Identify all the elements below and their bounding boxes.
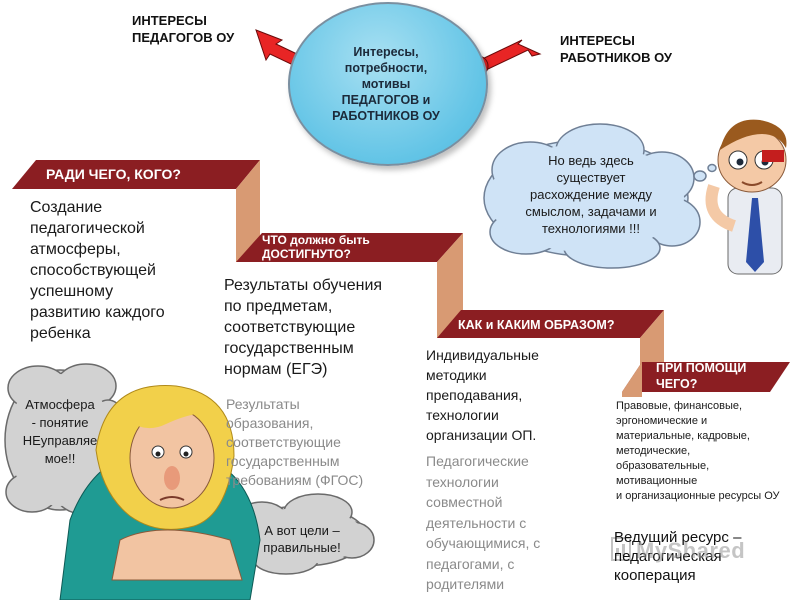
step-4-line: Правовые, финансовые, xyxy=(616,400,743,412)
cloud-bottom-line: правильные! xyxy=(263,540,341,555)
step-2-line: нормам (ЕГЭ) xyxy=(224,361,328,378)
step-3-gray-line: деятельности с xyxy=(426,514,527,531)
cloud-bottom-line: А вот цели – xyxy=(264,523,340,538)
cloud-bottom-text: А вот цели – правильные! xyxy=(246,522,358,556)
top-label-workers-line-1: ИНТЕРЕСЫ xyxy=(560,33,635,48)
circle-line-5: РАБОТНИКОВ ОУ xyxy=(332,109,440,123)
step-2-line: Результаты обучения xyxy=(224,277,383,294)
step-4-banner-line: ПРИ ПОМОЩИ xyxy=(656,361,747,375)
cloud-left-text: Атмосфера - понятие НЕуправляе мое!! xyxy=(12,396,108,468)
step-3-gray-line: обучающимися, с xyxy=(426,535,541,551)
step-2-line: по предметам, xyxy=(224,298,333,315)
step-3-gray-line: совместной xyxy=(426,494,503,510)
lead-resource-line: кооперация xyxy=(614,567,696,584)
stressed-woman-illustration xyxy=(59,385,261,600)
step-1-riser-shape xyxy=(236,160,260,262)
step-3-banner: КАК и КАКИМ ОБРАЗОМ? xyxy=(458,318,615,332)
interests-circle xyxy=(288,2,488,166)
step-4-line: и организационные ресурсы ОУ xyxy=(616,490,780,502)
top-label-workers-line-2: РАБОТНИКОВ ОУ xyxy=(560,50,672,65)
step-3-line: организации ОП. xyxy=(426,427,537,443)
cloud-right-line: существует xyxy=(556,170,626,185)
top-label-teachers: ИНТЕРЕСЫ ПЕДАГОГОВ ОУ xyxy=(132,12,234,46)
step-3-gray-line: технологии xyxy=(426,473,499,490)
step-4-banner: ПРИ ПОМОЩИ ЧЕГО? xyxy=(656,360,746,392)
circle-line-1: Интересы, xyxy=(353,45,419,59)
step-3-gray-text: Педагогические технологии совместной дея… xyxy=(426,451,626,595)
step-3-banner-shape xyxy=(437,310,664,338)
cloud-right-shape xyxy=(483,123,717,269)
step-4-line: мотивационные xyxy=(616,475,698,487)
lead-resource-line: Ведущий ресурс – xyxy=(614,529,742,546)
step-2-banner-line: ДОСТИГНУТО? xyxy=(262,247,351,261)
step-3-line: методики xyxy=(426,367,487,383)
cloud-left-line: - понятие xyxy=(31,415,89,430)
interests-circle-text: Интересы, потребности, мотивы ПЕДАГОГОВ … xyxy=(318,44,454,124)
step-1-banner: РАДИ ЧЕГО, КОГО? xyxy=(46,166,181,182)
step-1-line: педагогической xyxy=(30,220,145,237)
step-3-text: Индивидуальные методики преподавания, те… xyxy=(426,345,626,445)
step-2-banner: ЧТО должно быть ДОСТИГНУТО? xyxy=(262,233,370,261)
cloud-right-line: смыслом, задачами и xyxy=(525,204,657,219)
step-2-gray-line: соответствующие xyxy=(226,434,341,450)
circle-line-3: мотивы xyxy=(361,77,411,91)
step-4-text: Правовые, финансовые, эргономические и м… xyxy=(616,399,800,504)
step-3-gray-line: Педагогические xyxy=(426,453,529,469)
step-3-line: Индивидуальные xyxy=(426,347,539,363)
cloud-right-line: расхождение между xyxy=(530,187,652,202)
cloud-left-line: НЕуправляе xyxy=(22,433,98,448)
step-2-gray-text: Результаты образования, соответствующие … xyxy=(226,395,431,490)
step-1-line: атмосферы, xyxy=(30,241,121,258)
cloud-bottom-shape xyxy=(219,493,375,575)
step-1-line: способствующей xyxy=(30,262,156,279)
step-3-line: технологии xyxy=(426,407,499,423)
step-4-banner-shape xyxy=(622,362,790,392)
cloud-right-line: Но ведь здесь xyxy=(548,153,634,168)
step-2-banner-line: ЧТО должно быть xyxy=(262,233,370,247)
step-2-gray-line: Результаты xyxy=(226,396,300,412)
step-4-line: методические, xyxy=(616,445,691,457)
step-1-line: ребенка xyxy=(30,325,91,342)
step-2-line: государственным xyxy=(224,340,354,357)
step-4-line: эргономические и xyxy=(616,415,708,427)
thinking-boy-illustration xyxy=(705,119,787,275)
watermark-text: MyShared xyxy=(636,538,746,563)
circle-line-2: потребности, xyxy=(344,61,428,75)
step-1-banner-shape xyxy=(12,160,260,189)
lead-resource-text: Ведущий ресурс – педагогическая кооперац… xyxy=(614,528,794,585)
step-2-text: Результаты обучения по предметам, соотве… xyxy=(224,275,429,380)
step-4-banner-line: ЧЕГО? xyxy=(656,377,698,391)
step-2-banner-shape xyxy=(236,233,463,262)
top-label-teachers-line-2: ПЕДАГОГОВ ОУ xyxy=(132,30,235,45)
circle-line-4: ПЕДАГОГОВ и xyxy=(341,93,431,107)
step-2-gray-line: требованиям (ФГОС) xyxy=(226,472,364,488)
top-label-workers: ИНТЕРЕСЫ РАБОТНИКОВ ОУ xyxy=(560,32,672,66)
step-1-text: Создание педагогической атмосферы, спосо… xyxy=(30,197,230,344)
cloud-right-line: технологиями !!! xyxy=(541,221,641,236)
step-2-riser-shape xyxy=(437,233,463,338)
top-label-teachers-line-1: ИНТЕРЕСЫ xyxy=(132,13,207,28)
watermark-logo-icon xyxy=(611,537,631,561)
step-4-line: материальные, кадровые, xyxy=(616,430,750,442)
step-3-line: преподавания, xyxy=(426,387,523,403)
cloud-left-line: Атмосфера xyxy=(25,397,95,412)
lead-resource-line: педагогическая xyxy=(614,548,722,565)
cloud-right-text: Но ведь здесь существует расхождение меж… xyxy=(506,152,676,237)
step-2-line: соответствующие xyxy=(224,319,356,336)
step-2-gray-line: государственным xyxy=(226,453,340,469)
step-3-gray-line: родителями xyxy=(426,576,505,592)
step-4-line: образовательные, xyxy=(616,460,710,472)
step-1-line: Создание xyxy=(30,199,103,216)
step-3-gray-line: педагогами, с xyxy=(426,555,515,572)
step-1-line: развитию каждого xyxy=(30,304,165,321)
step-2-gray-line: образования, xyxy=(226,415,314,431)
step-1-line: успешному xyxy=(30,283,114,300)
step-4-side-shape xyxy=(622,362,642,397)
cloud-left-line: мое!! xyxy=(44,451,76,466)
